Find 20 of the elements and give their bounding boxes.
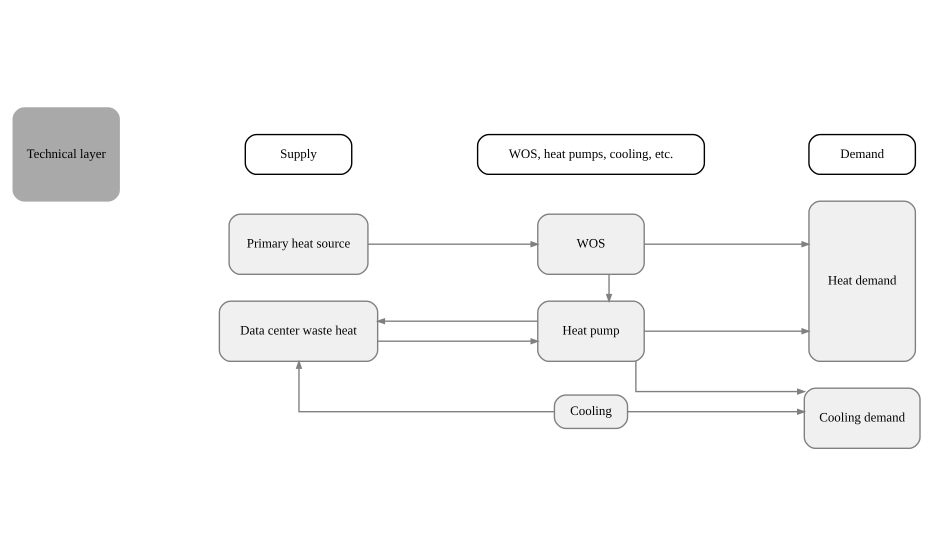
node-box: Technical layer [12,106,120,202]
arrow [606,274,612,303]
arrow [378,338,540,344]
node-box: Supply [244,133,352,175]
node-box: Demand [808,133,916,175]
node-box: Primary heat source [228,212,369,274]
node-box: WOS, heat pumps, cooling, etc. [476,133,706,175]
arrow [376,317,538,324]
node-box: Cooling demand [804,386,921,448]
arrow [635,360,806,394]
arrow [628,408,806,414]
arrow [296,359,554,412]
node-box: Cooling [554,394,628,429]
node-box: Heat demand [808,200,916,362]
arrow [644,327,811,334]
node-box: Heat pump [537,300,645,362]
arrow [644,240,811,247]
node-box: WOS [537,212,645,274]
arrow [368,240,540,247]
node-box: Data center waste heat [218,300,378,362]
